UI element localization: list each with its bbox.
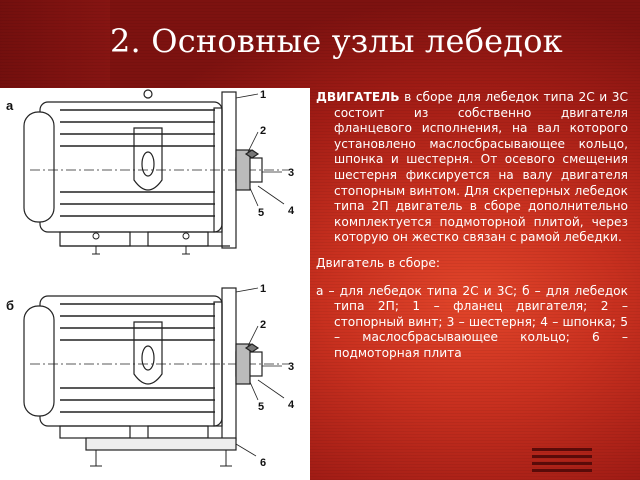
callout-b-6: 6 — [260, 457, 266, 469]
motor-drawing-a — [23, 89, 290, 255]
engine-assembly-label: Двигатель в сборе: — [316, 255, 441, 270]
slide-title: 2. Основные узлы лебедок — [110, 22, 563, 60]
callout-b-1: 1 — [260, 283, 266, 295]
callout-a-5: 5 — [258, 207, 264, 219]
decorative-stripes — [532, 448, 592, 480]
engine-description-body: в сборе для лебедок типа 2С и 3С состоит… — [334, 90, 628, 245]
callout-b-5: 5 — [258, 401, 264, 413]
figure-label-b: б — [6, 298, 14, 313]
callout-a-4: 4 — [288, 205, 295, 217]
callout-b-4: 4 — [288, 399, 295, 411]
callout-a-3: 3 — [288, 167, 294, 179]
figure-caption: а – для лебедок типа 2С и 3С; б – для ле… — [316, 283, 628, 360]
engine-heading: ДВИГАТЕЛЬ — [316, 90, 400, 104]
callout-a-2: 2 — [260, 125, 266, 137]
figure-label-a: а — [6, 98, 14, 113]
callout-b-2: 2 — [260, 319, 266, 331]
callout-b-3: 3 — [288, 361, 294, 373]
callout-a-1: 1 — [260, 89, 266, 101]
motor-drawing-b — [23, 287, 290, 467]
description-column: ДВИГАТЕЛЬ в сборе для лебедок типа 2С и … — [316, 90, 628, 372]
motor-drawing: а 1 2 3 5 4 — [0, 88, 310, 480]
engine-description: ДВИГАТЕЛЬ в сборе для лебедок типа 2С и … — [316, 90, 628, 246]
